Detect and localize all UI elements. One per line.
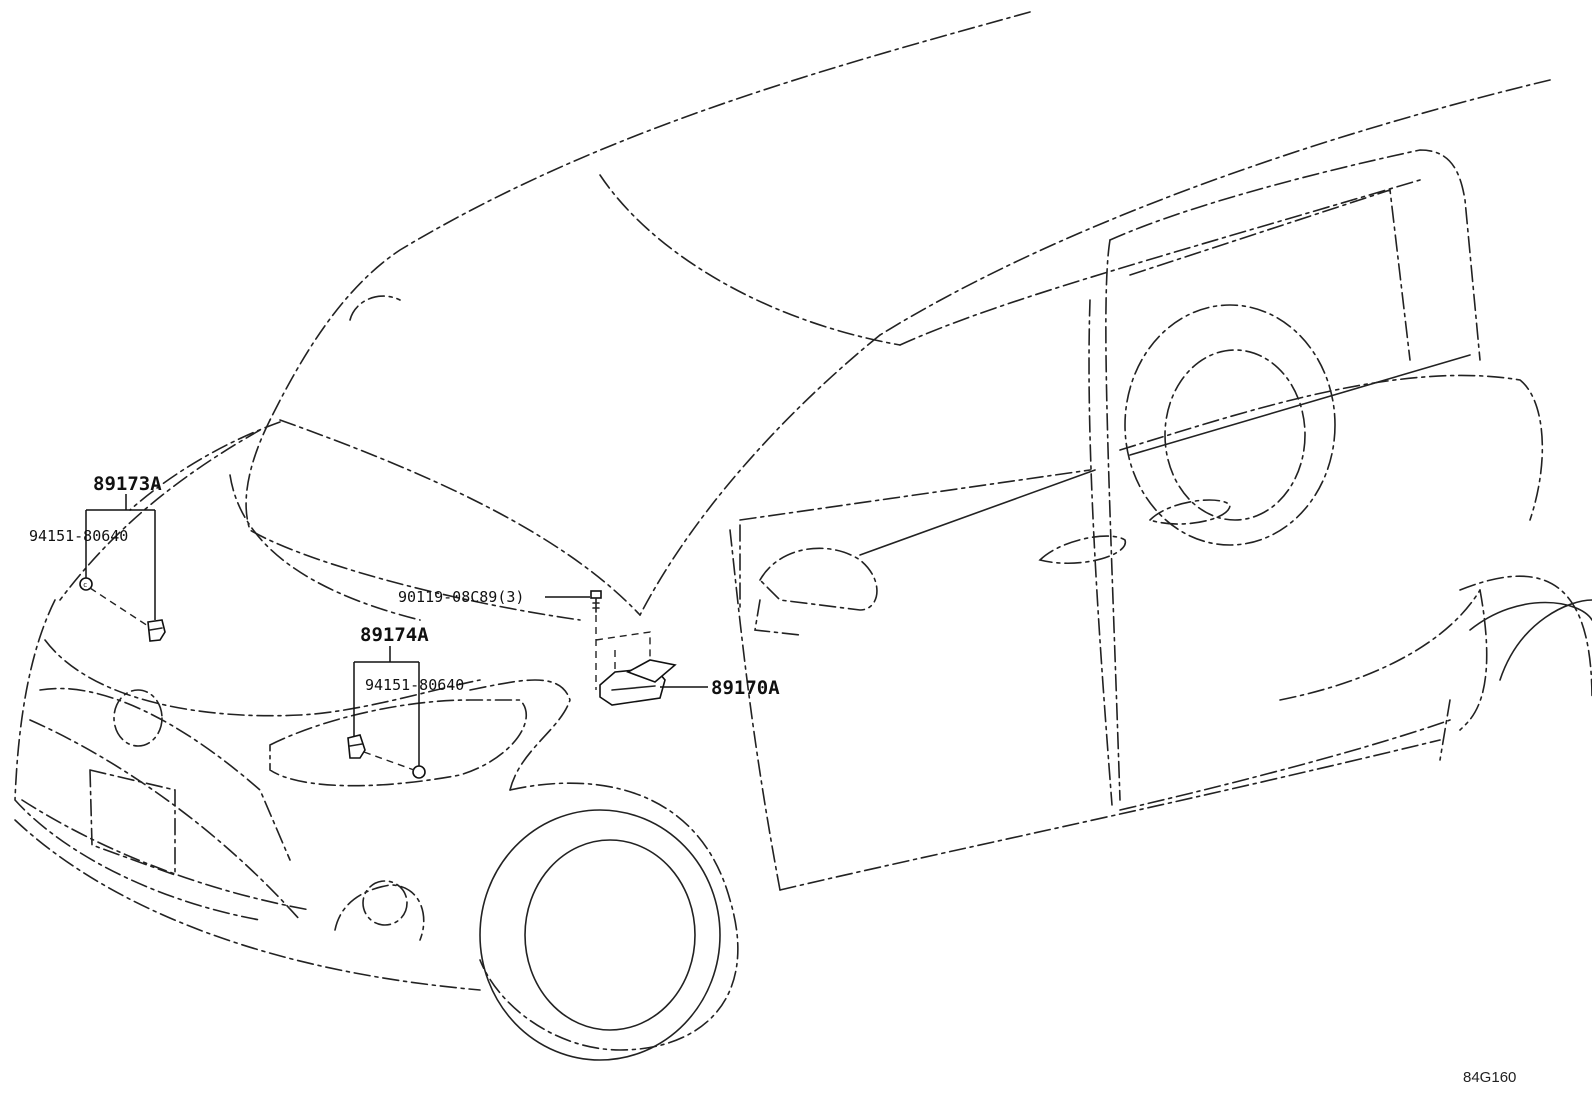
callout-labels: 89173A 94151-80640 89174A 94151-80640 90…	[29, 473, 1516, 1086]
bolt-icon[interactable]	[590, 590, 602, 613]
callout-bolt[interactable]: 90119-08C89(3)	[398, 588, 524, 606]
callout-89173A[interactable]: 89173A	[93, 473, 162, 495]
vehicle-solid-lines	[479, 304, 1592, 1061]
crash-sensor-icon[interactable]	[347, 734, 366, 759]
callout-89170A[interactable]: 89170A	[711, 677, 780, 699]
front-left-sensor-group: c	[79, 494, 166, 642]
callout-89174A[interactable]: 89174A	[360, 624, 429, 646]
vehicle-outline	[14, 11, 1592, 1051]
callout-clip-left[interactable]: 94151-80640	[29, 527, 128, 545]
clip-icon[interactable]	[412, 765, 426, 779]
svg-text:c: c	[83, 581, 87, 589]
airbag-ecu-group	[545, 590, 708, 706]
airbag-ecu-icon[interactable]	[599, 659, 677, 706]
crash-sensor-icon[interactable]	[147, 619, 166, 642]
callout-clip-right[interactable]: 94151-80640	[365, 676, 464, 694]
drawing-code: 84G160	[1463, 1069, 1516, 1086]
front-right-sensor-group	[347, 646, 426, 779]
